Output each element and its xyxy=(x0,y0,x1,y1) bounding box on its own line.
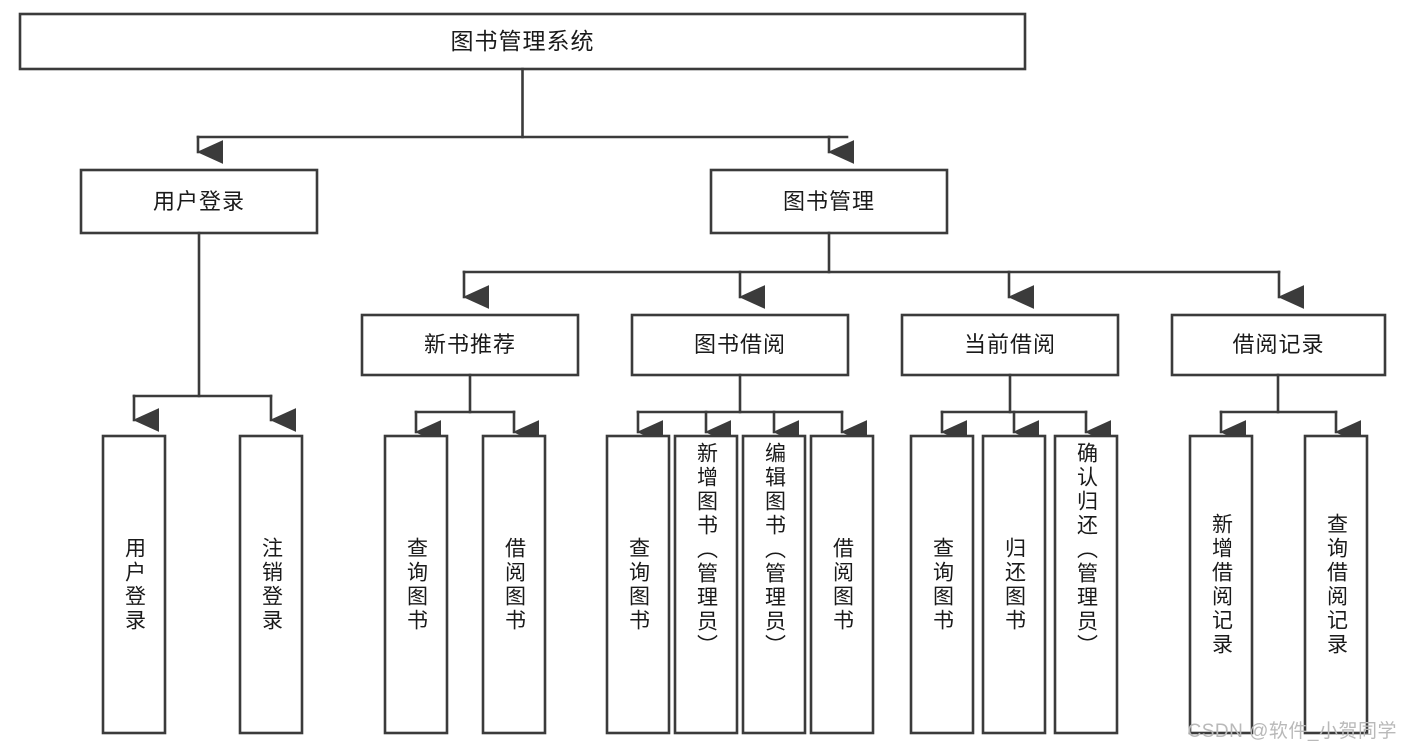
node-borrow-record[interactable]: 借阅记录 xyxy=(1170,313,1387,377)
connector-userlogin-to-leaves xyxy=(132,231,297,432)
leaf-box-borrow-book[interactable] xyxy=(809,434,875,735)
leaf-box-confirm-return-admin[interactable] xyxy=(1053,434,1119,735)
connector-newbook-to-leaves xyxy=(414,373,540,444)
leaf-box-query-book-newbook[interactable] xyxy=(383,434,449,735)
leaf-box-edit-book-admin[interactable] xyxy=(741,434,807,735)
node-root-system-rect xyxy=(18,12,1027,71)
node-book-management[interactable]: 图书管理 xyxy=(709,168,949,235)
leaf-box-add-book-admin[interactable] xyxy=(673,434,739,735)
node-book-management-label: 图书管理 xyxy=(783,189,875,214)
node-user-login[interactable]: 用户登录 xyxy=(79,168,319,235)
connector-borrowrecord-to-leaves xyxy=(1219,373,1362,444)
connector-bookborrow-to-leaves xyxy=(636,373,868,444)
leaf-boxes-group xyxy=(101,434,1369,735)
node-user-login-label: 用户登录 xyxy=(153,189,245,214)
csdn-watermark: CSDN @软件_小贺同学 xyxy=(1187,721,1397,742)
node-new-book-recommend[interactable]: 新书推荐 xyxy=(360,313,580,377)
leaf-box-query-borrow-record[interactable] xyxy=(1303,434,1369,735)
connector-root-to-level2 xyxy=(196,67,855,164)
leaf-box-borrow-book-newbook[interactable] xyxy=(481,434,547,735)
leaf-box-query-book-borrow[interactable] xyxy=(605,434,671,735)
node-new-book-recommend-label: 新书推荐 xyxy=(424,332,516,357)
node-book-borrow[interactable]: 图书借阅 xyxy=(630,313,850,377)
node-current-borrow[interactable]: 当前借阅 xyxy=(900,313,1120,377)
connector-bookmgmt-to-level3 xyxy=(462,231,1305,309)
leaf-box-logout[interactable] xyxy=(238,434,304,735)
node-current-borrow-rect xyxy=(900,313,1120,377)
node-new-book-recommend-rect xyxy=(360,313,580,377)
node-current-borrow-label: 当前借阅 xyxy=(964,332,1056,357)
node-user-login-rect xyxy=(79,168,319,235)
node-borrow-record-label: 借阅记录 xyxy=(1232,332,1324,357)
leaf-box-user-login[interactable] xyxy=(101,434,167,735)
node-book-borrow-label: 图书借阅 xyxy=(694,332,786,357)
node-root-system[interactable]: 图书管理系统 xyxy=(18,12,1027,71)
leaf-box-add-borrow-record[interactable] xyxy=(1188,434,1254,735)
node-root-system-label: 图书管理系统 xyxy=(451,28,595,54)
connector-currentborrow-to-leaves xyxy=(940,373,1112,444)
leaf-box-query-book-current[interactable] xyxy=(909,434,975,735)
leaf-box-return-book[interactable] xyxy=(981,434,1047,735)
